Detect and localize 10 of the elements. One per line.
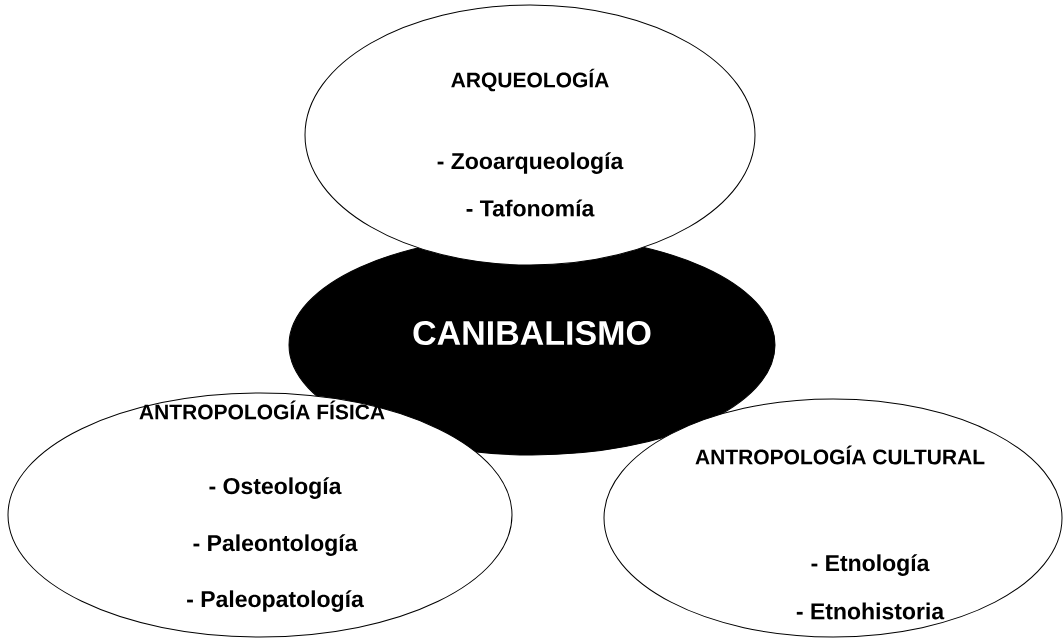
list-item: - Osteología: [209, 477, 342, 499]
heading: ARQUEOLOGÍA: [451, 68, 609, 92]
list-item: - Paleontología: [193, 534, 358, 556]
list-item: - Paleopatología: [187, 590, 364, 612]
list-item: - Etnología: [811, 554, 930, 576]
list-item: - Etnohistoria: [796, 602, 945, 620]
center-label: CANIBALISMO: [413, 320, 651, 346]
list-item: - Zooarqueología: [437, 152, 624, 174]
list-item: - Tafonomía: [466, 199, 595, 217]
heading: ANTROPOLOGÍA CULTURAL: [695, 445, 985, 465]
